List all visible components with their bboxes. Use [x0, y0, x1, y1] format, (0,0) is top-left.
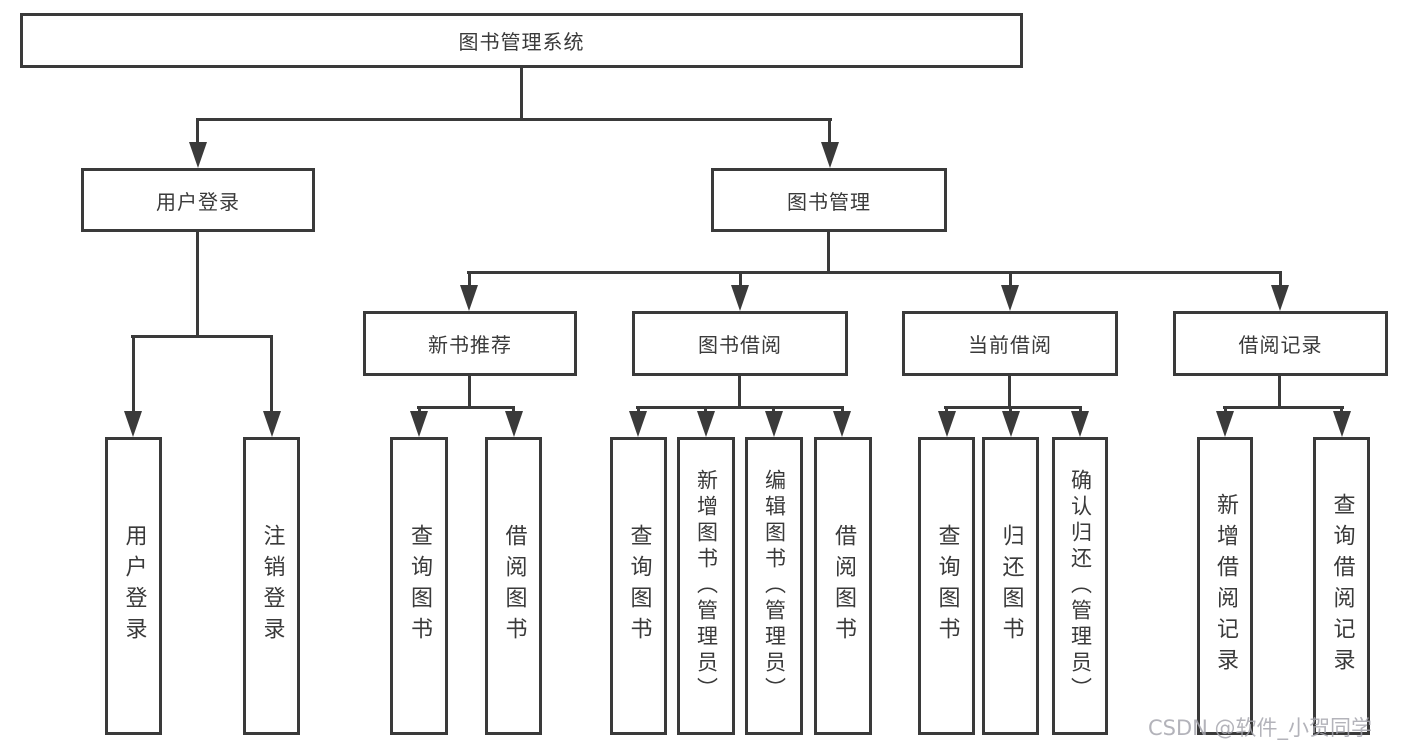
node-book-borrow: 图书借阅 [632, 311, 848, 376]
arrow-down-icon [731, 285, 749, 311]
connector-root-bar [196, 118, 832, 121]
leaf-label: 借阅图书 [501, 524, 527, 648]
arrow-down-icon [937, 411, 956, 437]
leaf-query-books-borrow: 查询图书 [610, 437, 667, 735]
arrow-down-icon [410, 411, 428, 437]
node-book-management: 图书管理 [711, 168, 947, 232]
connector-bookmgmt-stem [827, 232, 830, 274]
connector-drop [467, 271, 471, 287]
leaf-label: 借阅图书 [831, 524, 856, 648]
arrow-down-icon [1271, 285, 1289, 311]
connector-bookmgmt-bar [467, 271, 1282, 274]
leaf-borrow-books-recommend: 借阅图书 [485, 437, 542, 735]
connector-current-bar [944, 406, 1082, 409]
leaf-label: 用户登录 [121, 524, 147, 648]
arrow-down-icon [629, 411, 647, 437]
node-borrow-records: 借阅记录 [1173, 311, 1388, 376]
arrow-down-icon [833, 411, 851, 437]
connector-drop [772, 406, 775, 413]
connector-drop [828, 118, 831, 146]
connector-recommend-stem [468, 376, 471, 409]
arrow-down-icon [505, 411, 523, 437]
connector-drop [738, 271, 742, 287]
leaf-label: 归还图书 [998, 524, 1024, 648]
node-user-login: 用户登录 [81, 168, 315, 232]
leaf-label: 编辑图书（管理员） [762, 469, 787, 703]
connector-drop [270, 335, 273, 413]
arrow-down-icon [1216, 411, 1234, 437]
connector-drop [636, 406, 640, 413]
leaf-add-books-admin: 新增图书（管理员） [677, 437, 735, 735]
leaf-return-books: 归还图书 [982, 437, 1039, 735]
leaf-label: 查询图书 [407, 524, 432, 648]
arrow-down-icon [460, 285, 478, 311]
connector-drop [131, 335, 135, 413]
connector-records-stem [1278, 376, 1281, 409]
connector-drop [945, 406, 948, 413]
leaf-label: 确认归还（管理员） [1068, 469, 1093, 703]
leaf-user-login: 用户登录 [105, 437, 162, 735]
node-label: 图书借阅 [698, 333, 782, 357]
leaf-label: 查询图书 [626, 524, 652, 648]
leaf-query-borrow-record: 查询借阅记录 [1313, 437, 1370, 735]
leaf-query-books-recommend: 查询图书 [390, 437, 448, 735]
connector-records-bar [1223, 406, 1344, 409]
arrow-down-icon [697, 411, 715, 437]
connector-drop [512, 406, 515, 413]
connector-drop [840, 406, 844, 413]
arrow-down-icon [188, 142, 207, 168]
arrow-down-icon [820, 142, 839, 168]
leaf-label: 新增图书（管理员） [694, 469, 719, 703]
node-label: 图书管理系统 [458, 30, 585, 54]
connector-drop [704, 406, 707, 413]
leaf-label: 注销登录 [259, 524, 285, 648]
connector-drop [1278, 271, 1282, 287]
connector-drop [1009, 406, 1012, 413]
node-new-book-recommend: 新书推荐 [363, 311, 577, 376]
leaf-label: 查询借阅记录 [1329, 493, 1355, 679]
connector-drop [196, 118, 199, 146]
connector-drop [1078, 406, 1082, 413]
arrow-down-icon [262, 411, 281, 437]
leaf-label: 查询图书 [934, 524, 960, 648]
connector-userlogin-bar [131, 335, 273, 338]
arrow-down-icon [1332, 411, 1351, 437]
connector-current-stem [1008, 376, 1011, 409]
leaf-label: 新增借阅记录 [1213, 493, 1238, 679]
csdn-watermark: CSDN @软件_小贺同学 [1148, 716, 1373, 740]
node-label: 借阅记录 [1238, 333, 1323, 357]
arrow-down-icon [1071, 411, 1089, 437]
connector-borrow-stem [738, 376, 741, 409]
leaf-edit-books-admin: 编辑图书（管理员） [745, 437, 803, 735]
arrow-down-icon [765, 411, 783, 437]
node-label: 当前借阅 [968, 333, 1052, 357]
leaf-query-books-current: 查询图书 [918, 437, 975, 735]
connector-drop [1340, 406, 1343, 413]
leaf-add-borrow-record: 新增借阅记录 [1197, 437, 1253, 735]
connector-recommend-bar [417, 406, 515, 409]
connector-root-stem [520, 68, 523, 121]
connector-drop [1223, 406, 1227, 413]
leaf-borrow-books: 借阅图书 [814, 437, 872, 735]
connector-drop [417, 406, 421, 413]
arrow-down-icon [124, 411, 142, 437]
arrow-down-icon [1001, 411, 1020, 437]
node-label: 新书推荐 [428, 333, 512, 357]
leaf-logout: 注销登录 [243, 437, 300, 735]
arrow-down-icon [1001, 285, 1019, 311]
connector-drop [1008, 271, 1012, 287]
connector-userlogin-stem [196, 232, 199, 338]
connector-borrow-bar [636, 406, 844, 409]
node-root-library-system: 图书管理系统 [20, 13, 1023, 68]
leaf-confirm-return-admin: 确认归还（管理员） [1052, 437, 1108, 735]
node-current-borrow: 当前借阅 [902, 311, 1118, 376]
node-label: 图书管理 [787, 189, 871, 214]
node-label: 用户登录 [156, 189, 240, 214]
